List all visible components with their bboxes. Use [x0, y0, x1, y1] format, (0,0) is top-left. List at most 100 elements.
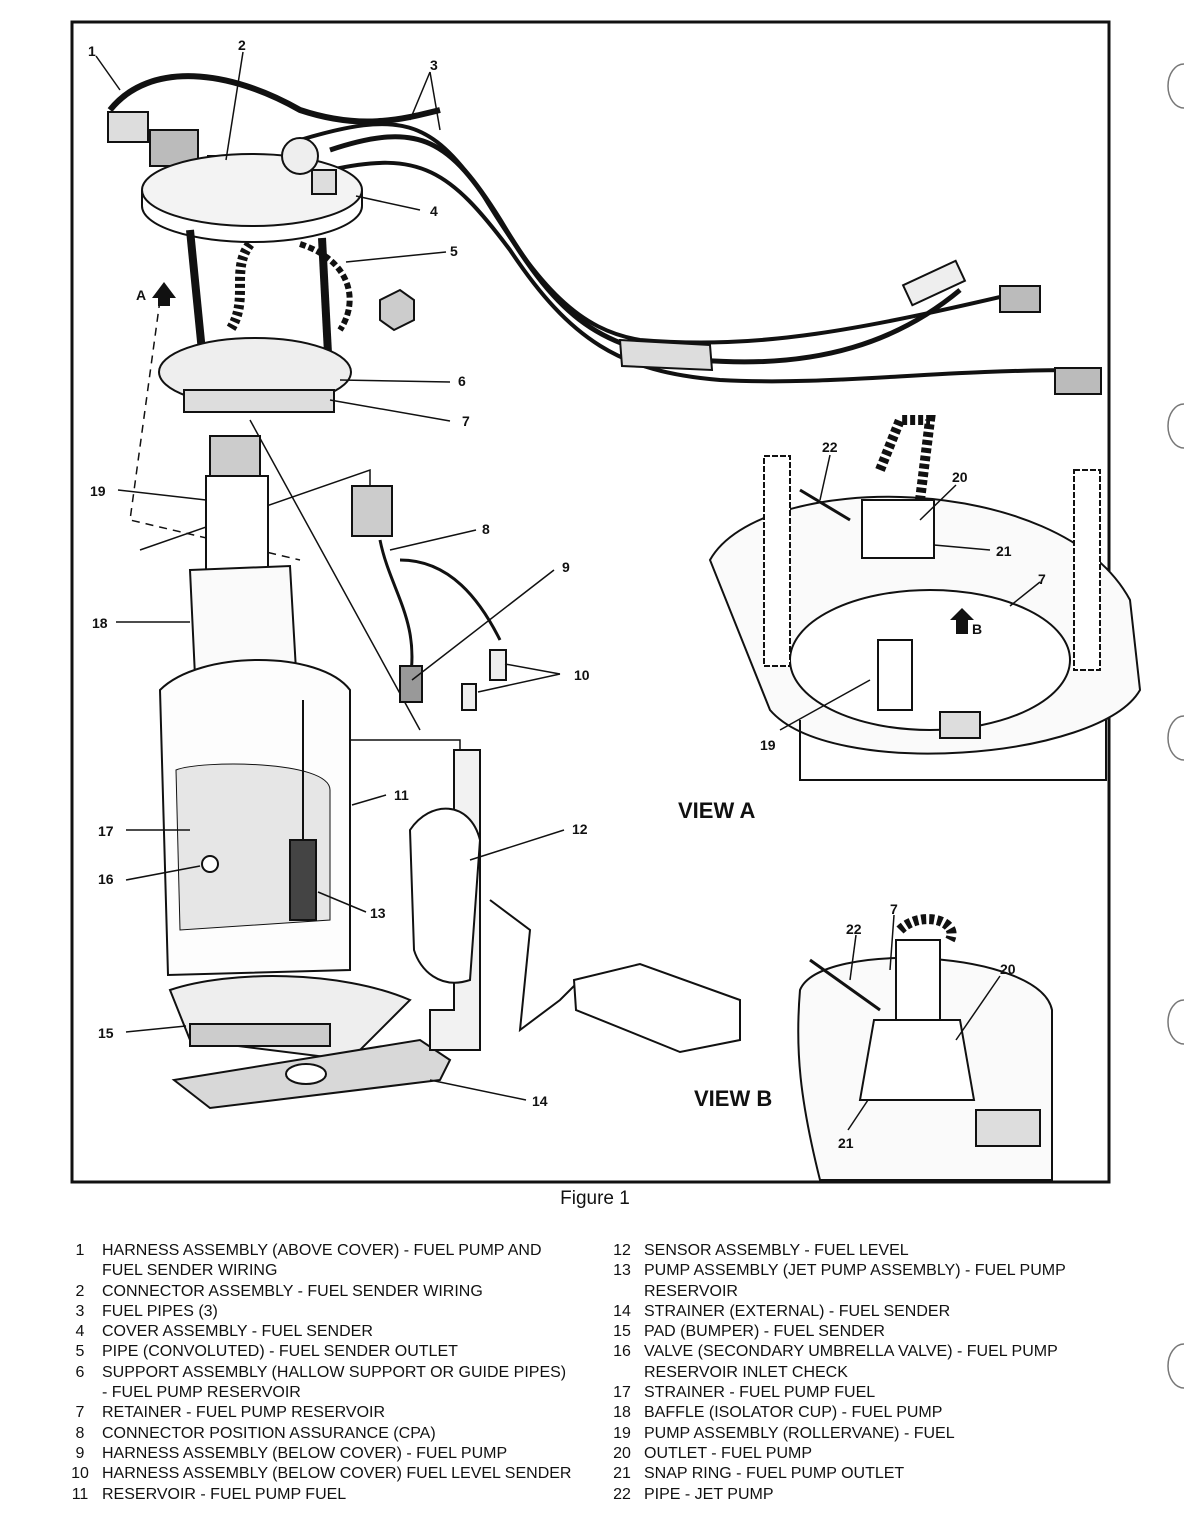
callout-18: 18: [92, 615, 108, 631]
callout-1: 1: [88, 43, 96, 59]
figure-caption: Figure 1: [560, 1188, 630, 1209]
legend-item: 7 RETAINER - FUEL PUMP RESERVOIR: [58, 1403, 603, 1423]
legend-item-number: 14: [613, 1302, 631, 1320]
view-b-callout-21: 21: [838, 1135, 854, 1151]
callout-2: 2: [238, 37, 246, 53]
legend-item-number: 9: [75, 1444, 85, 1462]
callout-4: 4: [430, 203, 438, 219]
legend-item-text: VALVE (SECONDARY UMBRELLA VALVE) - FUEL …: [644, 1343, 1058, 1381]
legend-item-number: 6: [75, 1363, 85, 1381]
legend-item-number: 3: [75, 1302, 85, 1320]
legend-item: 14 STRAINER (EXTERNAL) - FUEL SENDER: [600, 1302, 1120, 1322]
legend-item: 18 BAFFLE (ISOLATOR CUP) - FUEL PUMP: [600, 1403, 1120, 1423]
arrow-a-icon: [152, 282, 176, 306]
legend-item: 8 CONNECTOR POSITION ASSURANCE (CPA): [58, 1424, 603, 1444]
binder-holes: [1167, 63, 1184, 1389]
legend-item-text: OUTLET - FUEL PUMP: [644, 1444, 813, 1462]
legend-item-number: 19: [613, 1424, 631, 1442]
view-a-callout-21: 21: [996, 543, 1012, 559]
callout-5: 5: [450, 243, 458, 259]
legend-item-text: SENSOR ASSEMBLY - FUEL LEVEL: [644, 1242, 909, 1259]
legend-item: 21 SNAP RING - FUEL PUMP OUTLET: [600, 1464, 1120, 1484]
callout-11: 11: [394, 787, 409, 803]
legend-item-text: SUPPORT ASSEMBLY (HALLOW SUPPORT OR GUID…: [102, 1363, 567, 1402]
view-b-callout-7: 7: [890, 901, 898, 917]
callout-13: 13: [370, 905, 386, 921]
legend-item-number: 8: [75, 1424, 85, 1442]
callout-19: 19: [90, 483, 106, 499]
legend-item-number: 11: [71, 1485, 89, 1503]
callout-17: 17: [98, 823, 114, 839]
arrow-b-label: B: [972, 621, 982, 637]
legend-item-text: BAFFLE (ISOLATOR CUP) - FUEL PUMP: [644, 1404, 943, 1422]
legend-item-text: HARNESS ASSEMBLY (BELOW COVER) FUEL LEVE…: [102, 1465, 572, 1483]
callout-15: 15: [98, 1025, 114, 1041]
legend-item: 9 HARNESS ASSEMBLY (BELOW COVER) - FUEL P…: [58, 1444, 603, 1464]
legend-item-number: 13: [613, 1262, 631, 1280]
legend-item-number: 21: [613, 1465, 631, 1483]
legend-item: 5 PIPE (CONVOLUTED) - FUEL SENDER OUTLET: [58, 1342, 603, 1362]
view-a-label: VIEW A: [678, 798, 756, 823]
legend-item: 17 STRAINER - FUEL PUMP FUEL: [600, 1383, 1120, 1403]
legend-item-number: 18: [613, 1404, 631, 1422]
legend-item-number: 1: [75, 1242, 85, 1259]
callout-12: 12: [572, 821, 588, 837]
legend-item: 13 PUMP ASSEMBLY (JET PUMP ASSEMBLY) - FU…: [600, 1261, 1120, 1302]
legend-item-number: 20: [613, 1444, 631, 1462]
leader-lines: [95, 51, 1041, 1131]
main-assembly: [107, 73, 1102, 1110]
legend-item: 1 HARNESS ASSEMBLY (ABOVE COVER) - FUEL P…: [58, 1241, 603, 1282]
legend-item: 4 COVER ASSEMBLY - FUEL SENDER: [58, 1322, 603, 1342]
view-a-detail: [708, 415, 1142, 781]
view-a-callout-22: 22: [822, 439, 838, 455]
legend-item: 19 PUMP ASSEMBLY (ROLLERVANE) - FUEL: [600, 1424, 1120, 1444]
callout-7: 7: [462, 413, 470, 429]
callout-3: 3: [430, 57, 438, 73]
legend-item-text: HARNESS ASSEMBLY (ABOVE COVER) - FUEL PU…: [102, 1242, 542, 1280]
view-a-callout-19: 19: [760, 737, 776, 753]
callout-9: 9: [562, 559, 570, 575]
legend-item-number: 15: [613, 1323, 631, 1341]
callout-10: 10: [574, 667, 590, 683]
legend-item: 11 RESERVOIR - FUEL PUMP FUEL: [58, 1485, 603, 1505]
arrow-a-label: A: [136, 287, 146, 303]
legend-item: 22 PIPE - JET PUMP: [600, 1485, 1120, 1505]
legend-item-text: COVER ASSEMBLY - FUEL SENDER: [102, 1323, 373, 1341]
legend-item-text: PIPE - JET PUMP: [644, 1485, 774, 1503]
legend-item-number: 2: [75, 1282, 85, 1300]
callout-8: 8: [482, 521, 490, 537]
view-a-callout-7: 7: [1038, 571, 1046, 587]
legend-item-text: STRAINER - FUEL PUMP FUEL: [644, 1384, 876, 1402]
legend-item: 15 PAD (BUMPER) - FUEL SENDER: [600, 1322, 1120, 1342]
legend-item-text: PUMP ASSEMBLY (ROLLERVANE) - FUEL: [644, 1424, 955, 1442]
legend-item-text: STRAINER (EXTERNAL) - FUEL SENDER: [644, 1302, 951, 1320]
legend-item-text: PAD (BUMPER) - FUEL SENDER: [644, 1323, 885, 1341]
callout-6: 6: [458, 373, 466, 389]
legend-item-text: PUMP ASSEMBLY (JET PUMP ASSEMBLY) - FUEL…: [644, 1262, 1066, 1300]
legend-item-text: RESERVOIR - FUEL PUMP FUEL: [102, 1485, 347, 1503]
legend-item-text: PIPE (CONVOLUTED) - FUEL SENDER OUTLET: [102, 1343, 458, 1361]
legend-item: 6 SUPPORT ASSEMBLY (HALLOW SUPPORT OR GUI…: [58, 1363, 603, 1404]
legend-item-number: 7: [75, 1404, 85, 1422]
legend-item-text: HARNESS ASSEMBLY (BELOW COVER) - FUEL PU…: [102, 1444, 508, 1462]
view-a-callout-20: 20: [952, 469, 968, 485]
legend-item-number: 22: [613, 1485, 631, 1503]
arrow-b-icon: [950, 608, 974, 634]
legend-item-number: 5: [75, 1343, 85, 1361]
legend-item-text: RETAINER - FUEL PUMP RESERVOIR: [102, 1404, 386, 1422]
legend-item-number: 17: [613, 1384, 631, 1402]
callout-14: 14: [532, 1093, 548, 1109]
legend-left-column: 1 HARNESS ASSEMBLY (ABOVE COVER) - FUEL P…: [58, 1241, 603, 1505]
legend-item-number: 4: [75, 1323, 85, 1341]
legend-item-text: SNAP RING - FUEL PUMP OUTLET: [644, 1465, 905, 1483]
legend-item: 20 OUTLET - FUEL PUMP: [600, 1444, 1120, 1464]
legend-item-text: CONNECTOR POSITION ASSURANCE (CPA): [102, 1424, 436, 1442]
callout-16: 16: [98, 871, 114, 887]
